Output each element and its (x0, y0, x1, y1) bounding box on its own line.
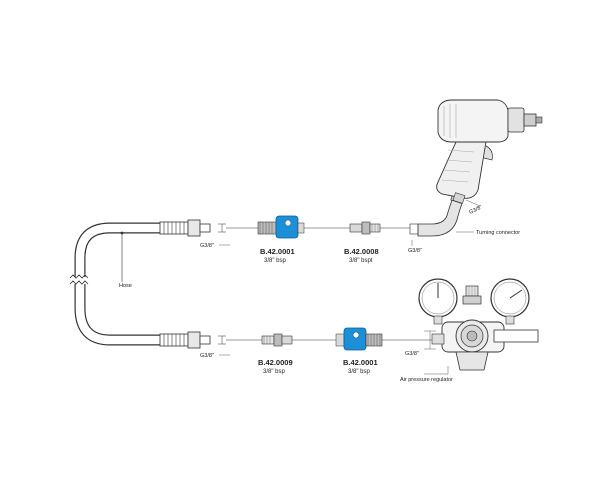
part-code-1: B.42.0001 (260, 247, 295, 256)
part-spec-2: 3/8" bspt (349, 258, 373, 264)
part-spec-1: 3/8" bsp (264, 258, 286, 264)
turning-thread-label: G3/8" (408, 248, 422, 254)
turning-connector-label: Turning connector (476, 230, 520, 236)
nipple-top (349, 221, 381, 235)
part-code-2: B.42.0008 (344, 247, 379, 256)
regulator-thread-label: G3/8" (405, 351, 419, 357)
quick-coupler-bottom (335, 327, 383, 351)
hose-top-thread-label: G3/8" (200, 243, 214, 249)
impact-wrench (436, 99, 543, 204)
part-spec-4: 3/8" bsp (348, 369, 370, 375)
quick-coupler-top (257, 215, 305, 239)
part-spec-3: 3/8" bsp (263, 369, 285, 375)
part-code-4: B.42.0001 (343, 358, 378, 367)
hose (69, 222, 160, 346)
air-pressure-regulator-label: Air pressure regulator (400, 377, 453, 383)
hose-fitting-top (159, 219, 226, 237)
hose-bottom-thread-label: G3/8" (200, 353, 214, 359)
hose-label: Hose (119, 283, 132, 289)
tool-inlet-thread-label: G3/8" (468, 204, 483, 215)
air-pressure-regulator (418, 278, 539, 371)
part-code-3: B.42.0009 (258, 358, 293, 367)
nipple-bottom (261, 333, 293, 347)
hose-fitting-bottom (159, 331, 226, 349)
